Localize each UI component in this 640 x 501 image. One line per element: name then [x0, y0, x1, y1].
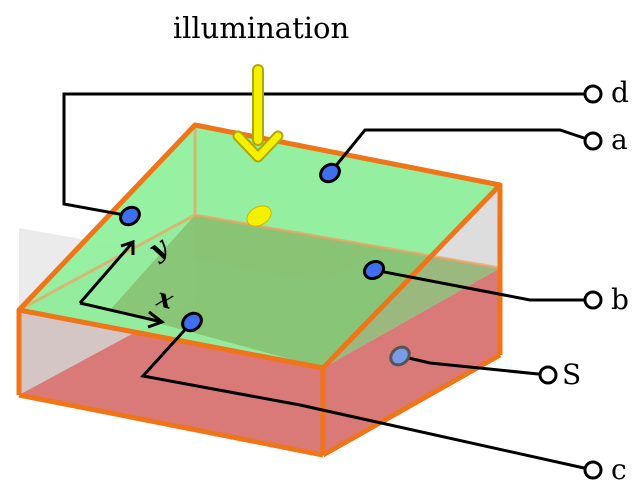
- terminal-s: [538, 365, 558, 385]
- wire-b: [373, 268, 593, 302]
- wire-c: [140, 320, 594, 472]
- contact-a: [319, 162, 341, 184]
- illumination-label: illumination: [173, 11, 349, 45]
- wires: [62, 92, 594, 472]
- y-axis-arrowhead: [120, 239, 135, 255]
- terminal-d-label: d: [611, 76, 629, 109]
- terminal-s-label: S: [562, 358, 581, 391]
- terminal-b: [583, 290, 603, 310]
- wire-a: [328, 128, 594, 174]
- y-axis-line: [78, 241, 135, 304]
- terminals: [538, 84, 603, 480]
- x-axis-line: [79, 301, 163, 324]
- terminal-c-label: c: [611, 453, 627, 486]
- wire-s: [399, 354, 549, 377]
- overlap-region: [110, 215, 500, 368]
- right-bottom-face: [323, 268, 500, 455]
- terminal-a: [583, 131, 603, 151]
- contact-s: [389, 345, 411, 367]
- terminal-a-label: a: [611, 123, 628, 156]
- illumination-spot: [246, 205, 272, 227]
- x-axis-arrowhead: [147, 310, 166, 329]
- terminal-d: [583, 84, 603, 104]
- axes: [78, 239, 166, 329]
- contact-b: [362, 259, 386, 281]
- terminal-c: [583, 460, 603, 480]
- contact-d: [119, 205, 141, 227]
- illumination-arrow: [232, 64, 284, 163]
- terminal-b-label: b: [611, 283, 629, 316]
- wire-d: [62, 92, 593, 218]
- contacts: [119, 162, 411, 367]
- contact-c: [181, 311, 203, 333]
- hidden-edges: [18, 125, 501, 312]
- slab-edges: [16, 122, 503, 458]
